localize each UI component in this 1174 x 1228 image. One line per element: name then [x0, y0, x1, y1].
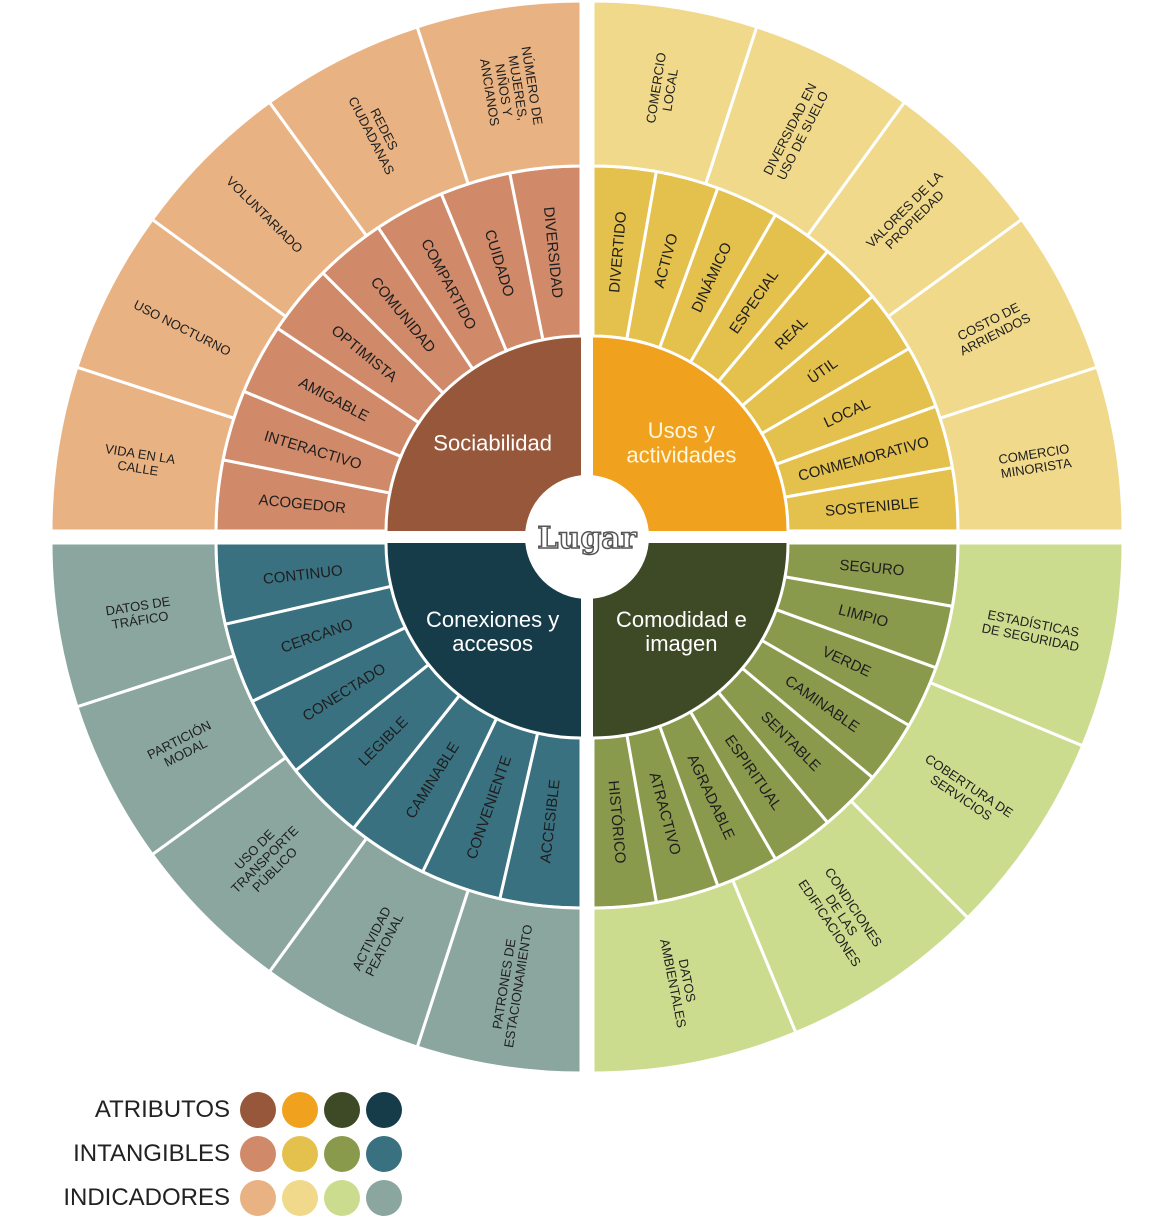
legend-row-attributes: ATRIBUTOS	[0, 1090, 420, 1130]
attribute-sector-sociabilidad	[386, 336, 581, 531]
legend-label: ATRIBUTOS	[94, 1096, 230, 1123]
center-label: Lugar	[537, 521, 637, 556]
legend-dot	[324, 1136, 360, 1172]
legend-dot	[366, 1180, 402, 1216]
legend-dot	[324, 1092, 360, 1128]
intangible-label: SEGURO	[839, 557, 905, 580]
center-circle	[525, 475, 649, 599]
legend-label: INDICADORES	[63, 1184, 230, 1211]
legend-row-indicators: INDICADORES	[0, 1178, 420, 1218]
legend-dot	[282, 1180, 318, 1216]
attribute-sector-comodidad	[593, 543, 788, 738]
attribute-label-sociabilidad: Sociabilidad	[433, 430, 552, 455]
legend-dot	[282, 1136, 318, 1172]
attribute-sector-conexiones	[386, 543, 581, 738]
legend-dot	[366, 1092, 402, 1128]
indicator-segment-usos	[938, 365, 1125, 533]
indicator-segment-comodidad	[591, 878, 798, 1075]
legend-dot	[366, 1136, 402, 1172]
indicator-segment-sociabilidad	[415, 0, 583, 186]
legend-dot	[282, 1092, 318, 1128]
indicator-segment-conexiones	[49, 541, 236, 709]
legend-dot	[240, 1136, 276, 1172]
legend-dot	[324, 1180, 360, 1216]
legend-dot	[240, 1180, 276, 1216]
legend-row-intangibles: INTANGIBLES	[0, 1134, 420, 1174]
attribute-sector-usos	[593, 336, 788, 531]
legend-dot	[240, 1092, 276, 1128]
legend-label: INTANGIBLES	[73, 1140, 230, 1167]
